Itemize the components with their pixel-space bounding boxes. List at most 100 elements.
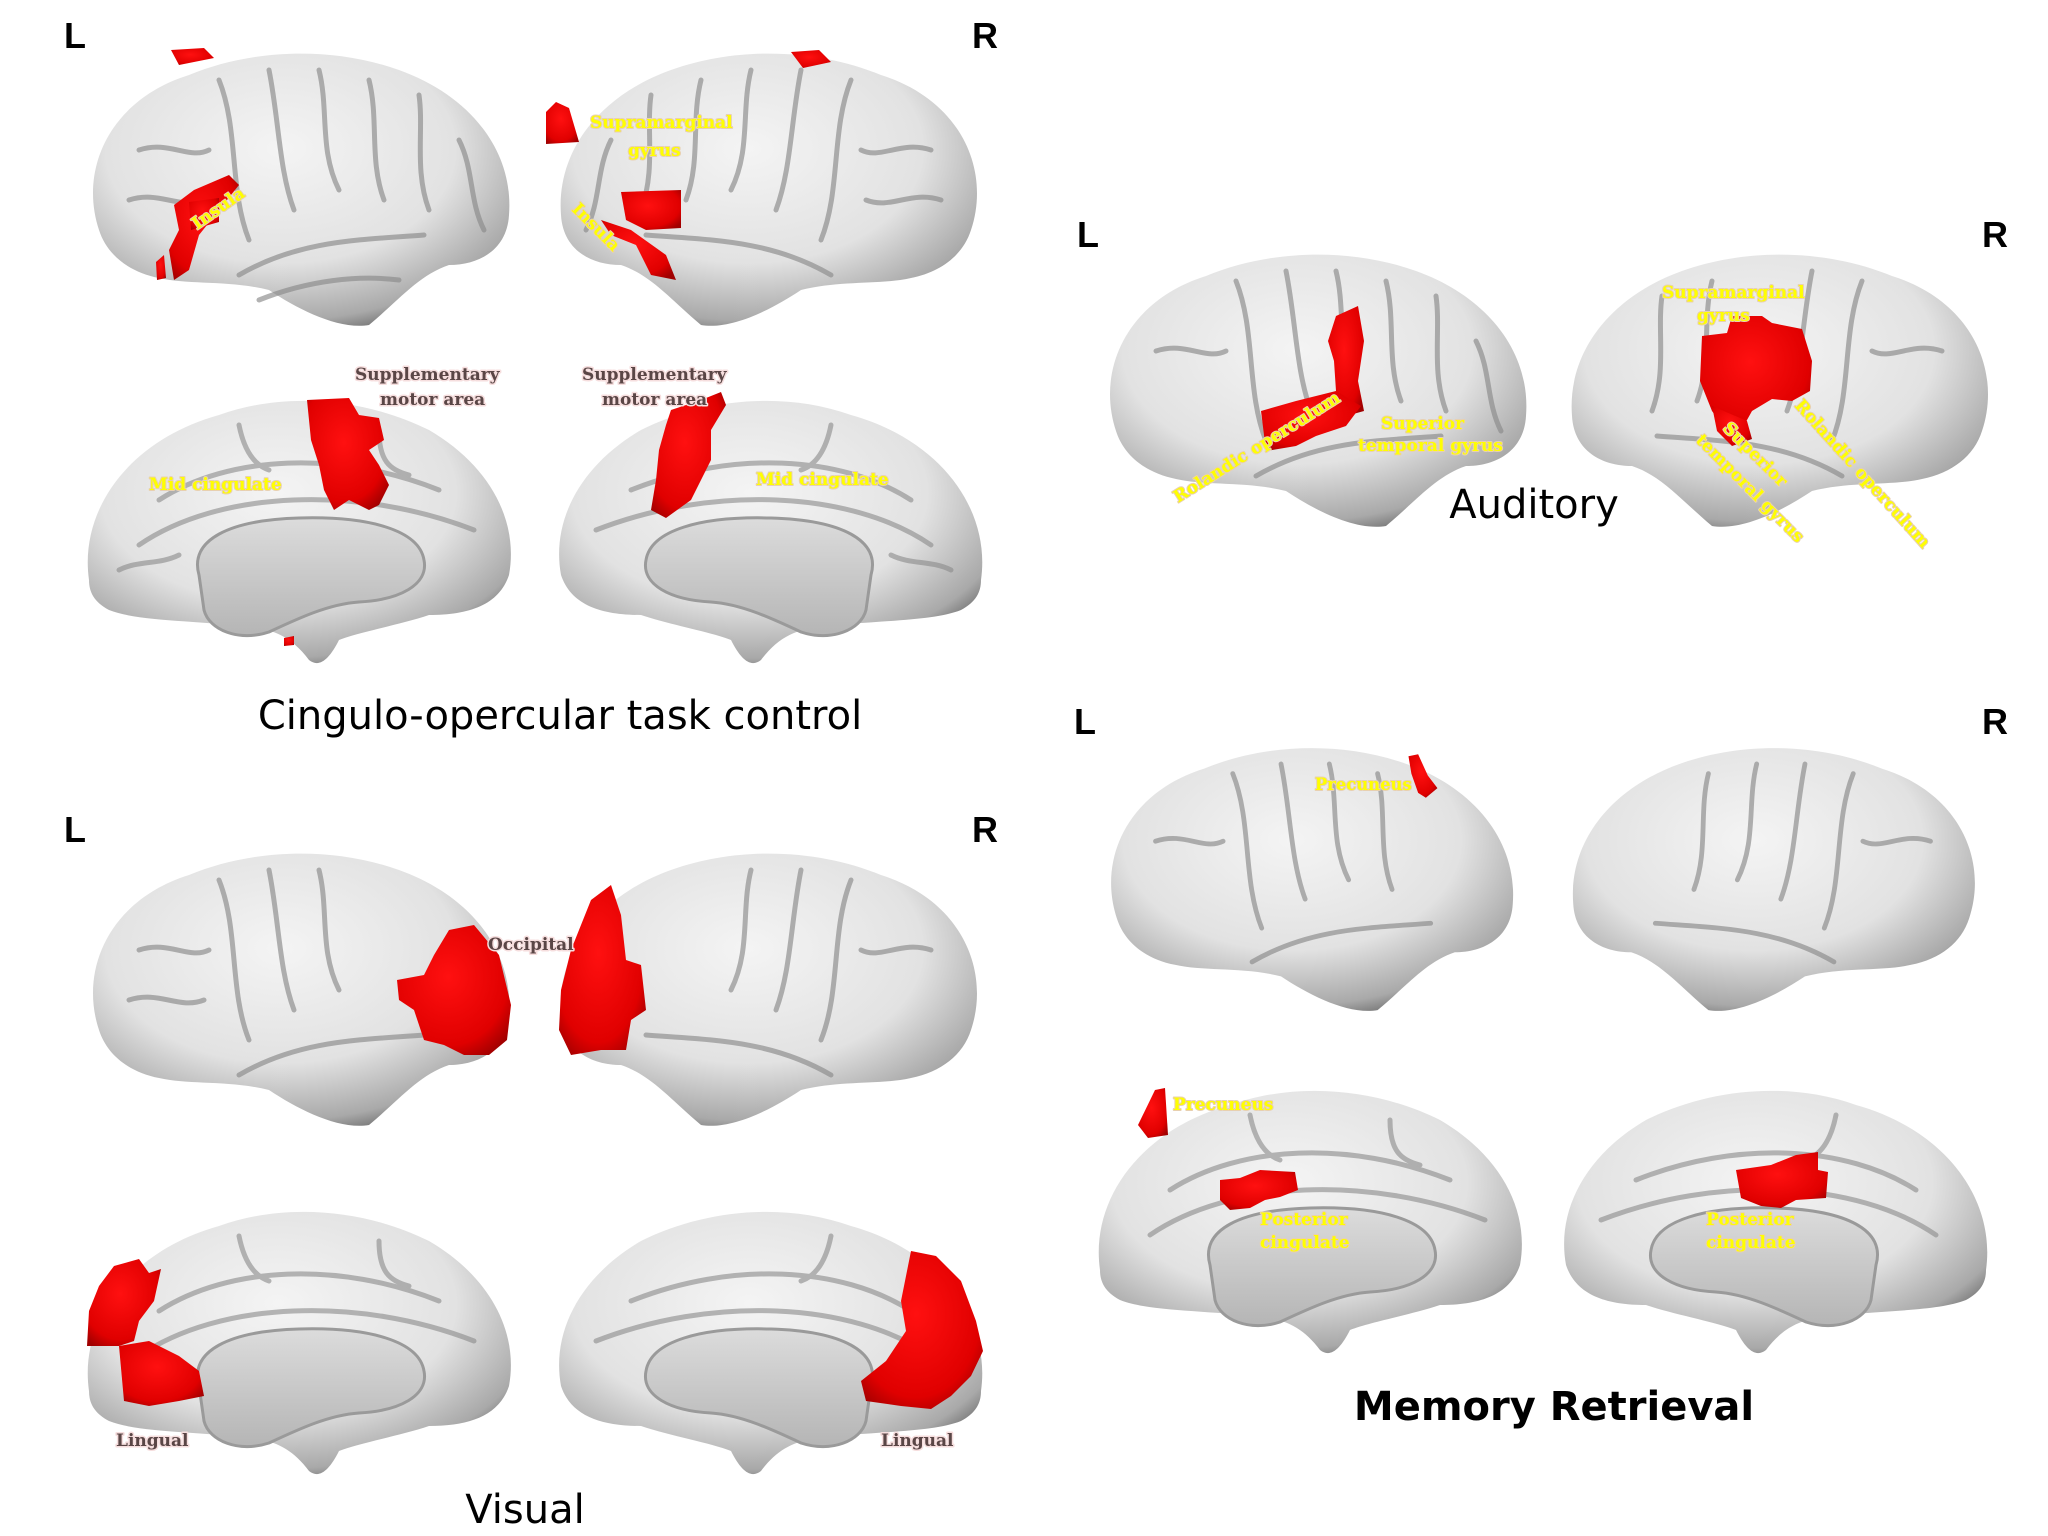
label-temporal-gyrus: temporal gyrus [1358,436,1503,456]
cortex-surface [1572,748,1975,1011]
cortex-surface [1111,748,1514,1011]
label-mid-cingulate: Mid cingulate [149,475,282,495]
brain-medial-right: Lingual [559,1211,983,1475]
left-hemisphere-letter: L [64,809,86,850]
activation-blobs [284,398,389,646]
label-cingulate: cingulate [1706,1233,1796,1253]
corpus-callosum [196,1327,426,1448]
activation-superior [791,50,831,68]
label-occipital: Occipital [488,935,574,955]
label-supramarginal: Supramarginal [1662,283,1805,303]
brain-medial-left: Precuneus Posterior cingulate [1098,1088,1522,1354]
label-mid-cingulate: Mid cingulate [756,470,889,490]
brain-medial-right: Posterior cingulate [1564,1090,1988,1354]
activation-occipital [559,885,646,1055]
corpus-callosum [1207,1206,1437,1327]
activation-occipital [397,925,511,1055]
activation-insula [169,175,239,280]
activation-precuneus [1408,754,1438,798]
activation-blobs [861,1251,983,1409]
brain-lateral-left [93,853,511,1126]
label-group-sma-right: Supplementary motor area [581,364,730,412]
activation-blobs [1700,316,1812,446]
activation-blobs [1261,306,1364,451]
label-precuneus: Precuneus [1315,775,1412,794]
sulci [126,867,427,1078]
activation-insula-upper [621,190,681,230]
activation-blobs [397,925,511,1055]
label-supplementary: Supplementary [355,365,501,385]
brain-lateral-right: Insula [546,50,977,326]
cortex-surface [93,53,510,326]
brain-lateral-left: Precuneus [1111,748,1514,1011]
activation-blobs [156,48,239,280]
panel-title-memory-retrieval: Memory Retrieval [1353,1384,1755,1430]
cortex-surface [560,853,977,1126]
left-hemisphere-letter: L [64,15,86,56]
label-lingual: Lingual [881,1431,954,1451]
activation-frontal-operculum [189,198,219,230]
activation-posterior-cingulate [1736,1152,1828,1208]
right-hemisphere-letter: R [972,15,998,56]
activation-precuneus [1138,1088,1168,1138]
sulci [136,1233,477,1359]
sulci [643,867,934,1078]
activation-posterior-cingulate [1220,1170,1298,1210]
left-hemisphere-letter: L [1077,214,1099,255]
sulci [126,67,487,303]
activation-cuneus-lingual [861,1251,983,1409]
right-hemisphere-letter: R [1982,701,2008,742]
label-lingual: Lingual [116,1431,189,1451]
label-cingulate: cingulate [1260,1233,1350,1253]
label-group-supramarginal: Supramarginal gyrus [589,112,734,162]
sulci [1649,268,1945,479]
activation-blobs [559,885,646,1055]
corpus-callosum [196,516,426,637]
brain-lateral-left: Insula [93,48,510,326]
activation-temporal [1712,406,1752,446]
brain-lateral-right [1572,748,1975,1011]
right-hemisphere-letter: R [972,809,998,850]
label-supplementary: Supplementary [582,365,728,385]
activation-blobs [546,50,831,280]
activation-supramarginal [546,102,579,144]
activation-blobs [651,392,726,518]
activation-blobs [1736,1152,1828,1208]
activation-blobs [1408,754,1438,798]
corpus-callosum [644,516,874,637]
sulci [1652,761,1933,965]
label-precuneus: Precuneus [1173,1095,1273,1115]
cortex-surface [1110,254,1527,527]
activation-rolandic-lower [1261,391,1361,451]
activation-lingual [119,1341,204,1406]
corpus-callosum [644,1327,874,1448]
label-group-occipital: Occipital [487,934,576,957]
panel-title-visual: Visual [465,1487,585,1533]
sulci [116,422,477,573]
brain-lateral-right [559,853,977,1126]
panel-title-cingulo-opercular: Cingulo-opercular task control [257,693,863,739]
sulci [1147,1112,1488,1238]
activation-sma [307,398,389,510]
sulci [593,1233,934,1359]
brain-medial-right: Mid cingulate [559,392,983,664]
activation-supramarginal [1700,316,1812,431]
label-group-sma-left: Supplementary motor area [354,364,503,412]
cortex-surface [93,853,510,1126]
activation-blobs [1138,1088,1298,1210]
activation-cuneus [87,1259,161,1346]
label-gyrus: gyrus [1697,306,1750,326]
label-motor-area: motor area [602,390,707,410]
activation-blobs [87,1259,204,1406]
activation-superior [171,48,214,65]
activation-insula-lower [601,220,676,280]
activation-small [156,255,166,280]
brain-medial-left: Mid cingulate [87,398,511,664]
label-superior: Superior [1381,414,1465,434]
activation-small [284,636,294,646]
right-hemisphere-letter: R [1982,214,2008,255]
sulci [1153,761,1434,965]
activation-sma [651,392,726,518]
corpus-callosum [1649,1206,1879,1327]
cortex-surface [560,53,977,326]
